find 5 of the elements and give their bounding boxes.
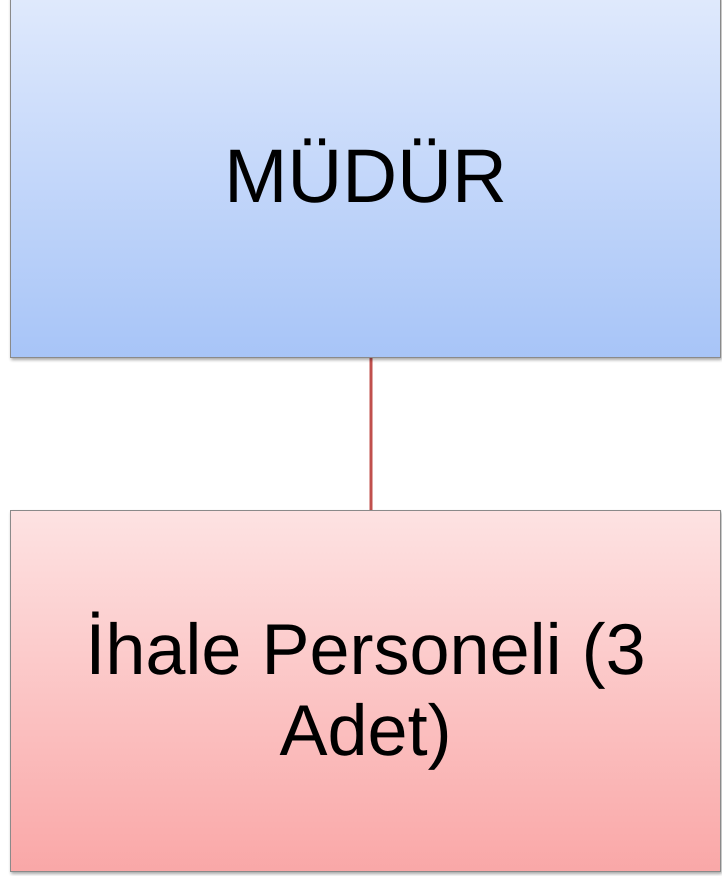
connector-line — [370, 358, 372, 510]
org-box — [10, 510, 721, 872]
node-label: MÜDÜR — [224, 134, 507, 220]
org-box — [10, 0, 721, 358]
node-label: İhale Personeli (3 Adet) — [84, 610, 647, 772]
